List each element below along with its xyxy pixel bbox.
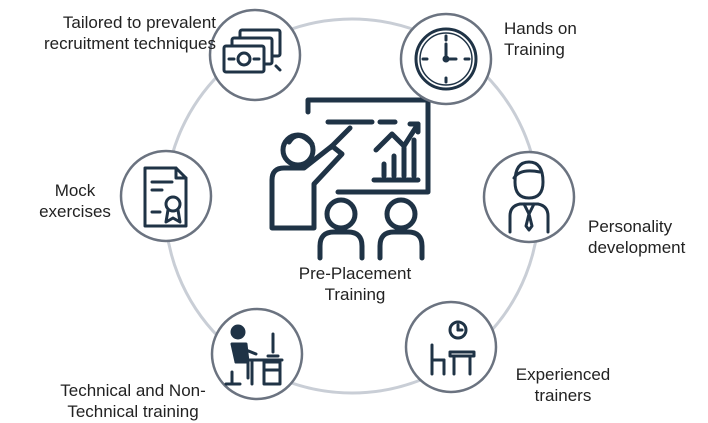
label-recruitment-line1: Tailored to prevalent [62,13,216,32]
node-hands-on [399,12,493,106]
label-experienced: Experienced trainers [505,364,621,406]
label-recruitment-line2: recruitment techniques [44,34,216,53]
businessman-icon [508,160,550,234]
money-bills-icon [222,28,282,74]
node-experienced [404,300,498,394]
label-hands-on-line1: Hands on [504,19,577,38]
label-technical-line1: Technical and Non- [60,381,206,400]
classroom-desk-icon [430,320,476,376]
trainer-presentation-icon [269,97,431,261]
label-personality-line2: development [588,238,686,257]
label-experienced-line1: Experienced [515,365,611,384]
node-personality [482,150,576,244]
label-mock: Mock exercises [30,180,120,222]
node-mock [119,149,213,243]
label-technical: Technical and Non- Technical training [48,380,218,422]
label-hands-on: Hands on Training [504,18,614,60]
label-mock-line1: Mock [54,181,96,200]
center-label-line2: Training [324,285,386,304]
person-at-computer-icon [224,324,284,386]
label-personality-line1: Personality [588,217,673,236]
label-recruitment: Tailored to prevalent recruitment techni… [8,12,216,54]
label-technical-line2: Technical training [67,402,199,421]
label-mock-line2: exercises [39,202,111,221]
label-hands-on-line2: Training [504,40,565,59]
center-label-line1: Pre-Placement [298,264,412,283]
center-label: Pre-Placement Training [298,263,412,305]
label-personality: Personality development [588,216,704,258]
certificate-document-icon [143,166,188,228]
node-recruitment [208,8,302,102]
label-experienced-line2: trainers [534,386,592,405]
node-technical [210,307,304,401]
clock-icon [414,27,478,91]
